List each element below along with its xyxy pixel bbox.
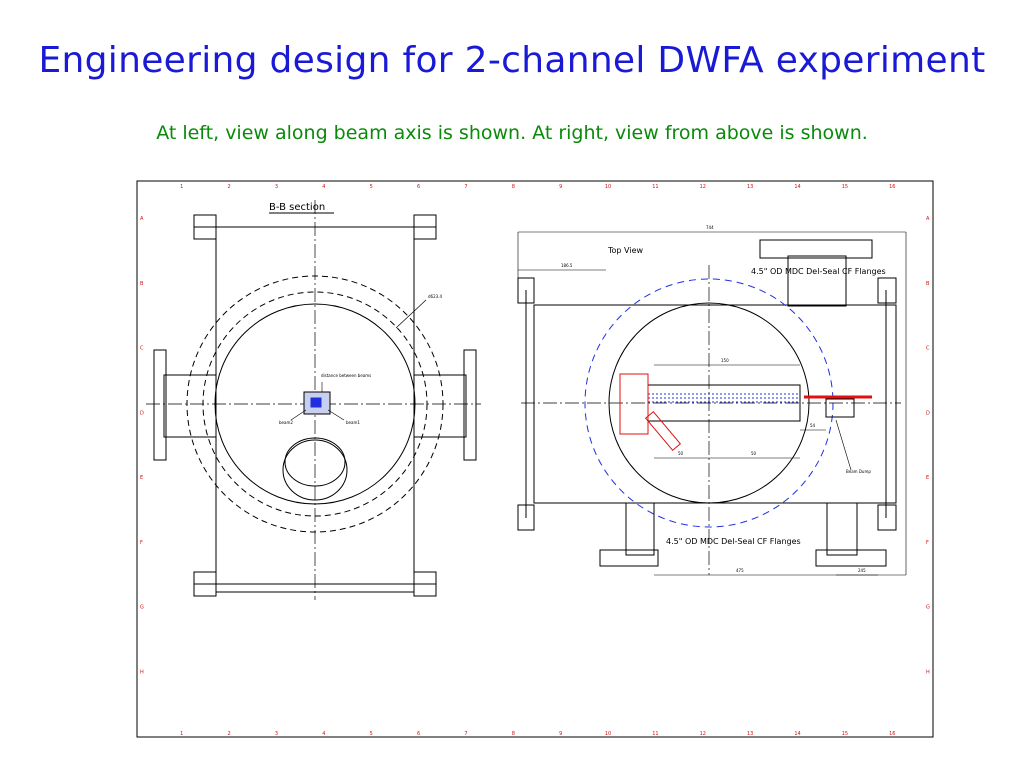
distance-note: distance between beams [321, 373, 371, 378]
slide-title: Engineering design for 2-channel DWFA ex… [38, 40, 986, 81]
row-letter-right: A [926, 216, 930, 222]
column-number-top: 10 [605, 184, 611, 190]
column-number-bottom: 3 [275, 731, 278, 737]
column-number-top: 13 [747, 184, 753, 190]
column-number-top: 9 [559, 184, 562, 190]
border-marks: 1122334455667788991010111112121313141415… [140, 184, 930, 737]
side-flange-left [153, 349, 167, 461]
column-number-top: 14 [794, 184, 800, 190]
column-number-bottom: 8 [512, 731, 515, 737]
row-letter-right: F [926, 540, 929, 546]
column-number-bottom: 4 [322, 731, 325, 737]
row-letter-right: E [926, 475, 929, 481]
column-number-top: 5 [370, 184, 373, 190]
column-number-bottom: 2 [227, 731, 230, 737]
row-letter-left: H [140, 669, 144, 675]
drawing-canvas: 1122334455667788991010111112121313141415… [136, 180, 934, 738]
beam-spot [310, 397, 322, 408]
row-letter-left: B [140, 281, 144, 287]
flange-label-bottom: 4.5" OD MDC Del-Seal CF Flanges [666, 537, 801, 546]
column-number-bottom: 11 [652, 731, 658, 737]
row-letter-left: G [140, 605, 144, 611]
column-number-top: 12 [700, 184, 706, 190]
bottom-port-left [625, 502, 655, 556]
section-label: B-B section [269, 202, 325, 213]
column-number-bottom: 14 [794, 731, 800, 737]
row-letter-right: H [926, 669, 930, 675]
top-port [787, 255, 847, 307]
beam-dump-label: Beam Dump [846, 469, 871, 474]
row-letter-left: F [140, 540, 143, 546]
row-letter-right: G [926, 605, 930, 611]
drawing-frame [136, 180, 934, 738]
row-letter-left: D [140, 410, 144, 416]
dim-left-offset-label: 186.5 [561, 263, 573, 268]
column-number-top: 4 [322, 184, 325, 190]
dim-bottom-label: 475 [736, 568, 744, 573]
row-letter-right: C [926, 346, 930, 352]
bottom-port-right-flange [815, 549, 887, 567]
column-number-top: 8 [512, 184, 515, 190]
diameter-annotation: d623.4 [428, 294, 442, 299]
bottom-port-left-flange [599, 549, 659, 567]
beam-dump-box [825, 398, 855, 418]
slide-subtitle: At left, view along beam axis is shown. … [156, 122, 868, 144]
column-number-bottom: 5 [370, 731, 373, 737]
row-letter-left: E [140, 475, 143, 481]
column-number-bottom: 12 [700, 731, 706, 737]
right-top-view: Top View Beam Dump [517, 225, 907, 576]
column-number-bottom: 7 [464, 731, 467, 737]
column-number-bottom: 15 [842, 731, 848, 737]
beam2-label: beam2 [279, 420, 293, 425]
dim-bottom-right-label: 245 [858, 568, 866, 573]
column-number-top: 6 [417, 184, 420, 190]
row-letter-right: D [926, 410, 930, 416]
column-number-bottom: 6 [417, 731, 420, 737]
flange-right-top [877, 277, 897, 304]
flange-right-bottom [877, 504, 897, 531]
dim-a-label: 50 [678, 451, 684, 456]
column-number-top: 2 [227, 184, 230, 190]
column-number-bottom: 10 [605, 731, 611, 737]
top-port-flange [759, 239, 873, 259]
row-letter-right: B [926, 281, 930, 287]
top-view-label: Top View [607, 246, 643, 255]
flange-label-top: 4.5" OD MDC Del-Seal CF Flanges [751, 267, 886, 276]
dim-overall-label: 744 [706, 225, 714, 230]
column-number-top: 16 [889, 184, 895, 190]
column-number-bottom: 13 [747, 731, 753, 737]
column-number-bottom: 1 [180, 731, 183, 737]
column-number-top: 11 [652, 184, 658, 190]
column-number-top: 1 [180, 184, 183, 190]
column-number-top: 15 [842, 184, 848, 190]
dim-b-label: 50 [751, 451, 757, 456]
row-letter-left: C [140, 346, 144, 352]
dim-inner-label: 150 [721, 358, 729, 363]
row-letter-left: A [140, 216, 144, 222]
red-wedge [644, 410, 682, 452]
column-number-top: 7 [464, 184, 467, 190]
column-number-bottom: 9 [559, 731, 562, 737]
side-flange-right [463, 349, 477, 461]
dim-c-label: 54 [810, 423, 816, 428]
beam1-label: beam1 [346, 420, 360, 425]
column-number-bottom: 16 [889, 731, 895, 737]
left-section-view: B-B section d623.4 distance betw [146, 200, 481, 600]
bottom-port-right [826, 502, 858, 556]
column-number-top: 3 [275, 184, 278, 190]
red-component [619, 373, 649, 435]
